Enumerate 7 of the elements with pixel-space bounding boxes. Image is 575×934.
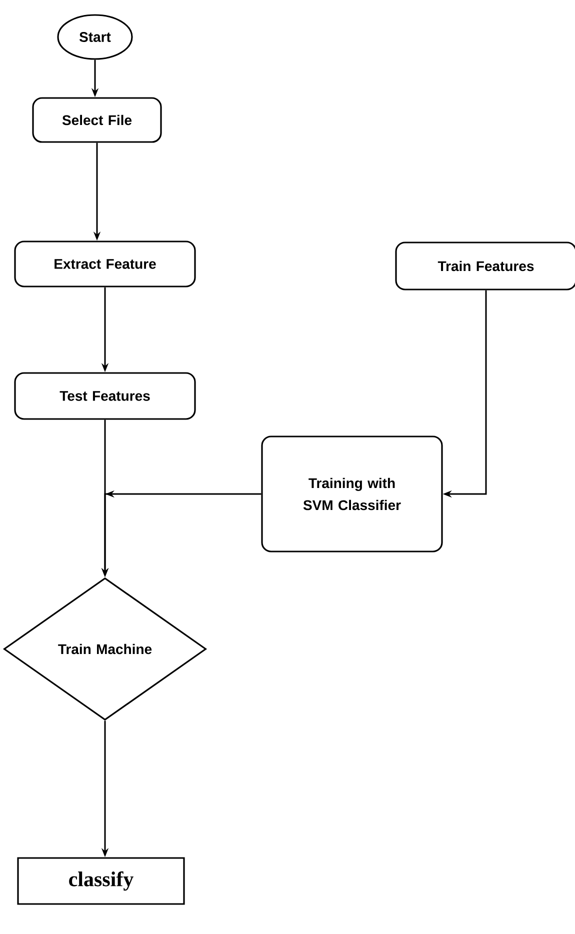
process-box: Test Features [14,372,196,420]
process-box: Train Features [395,242,575,290]
process-box: Extract Feature [14,240,196,288]
output-box: classify [17,857,185,905]
process-box: Training with SVM Classifier [261,436,443,552]
process-box: Select File [32,97,162,143]
start-oval: Start [57,14,133,60]
